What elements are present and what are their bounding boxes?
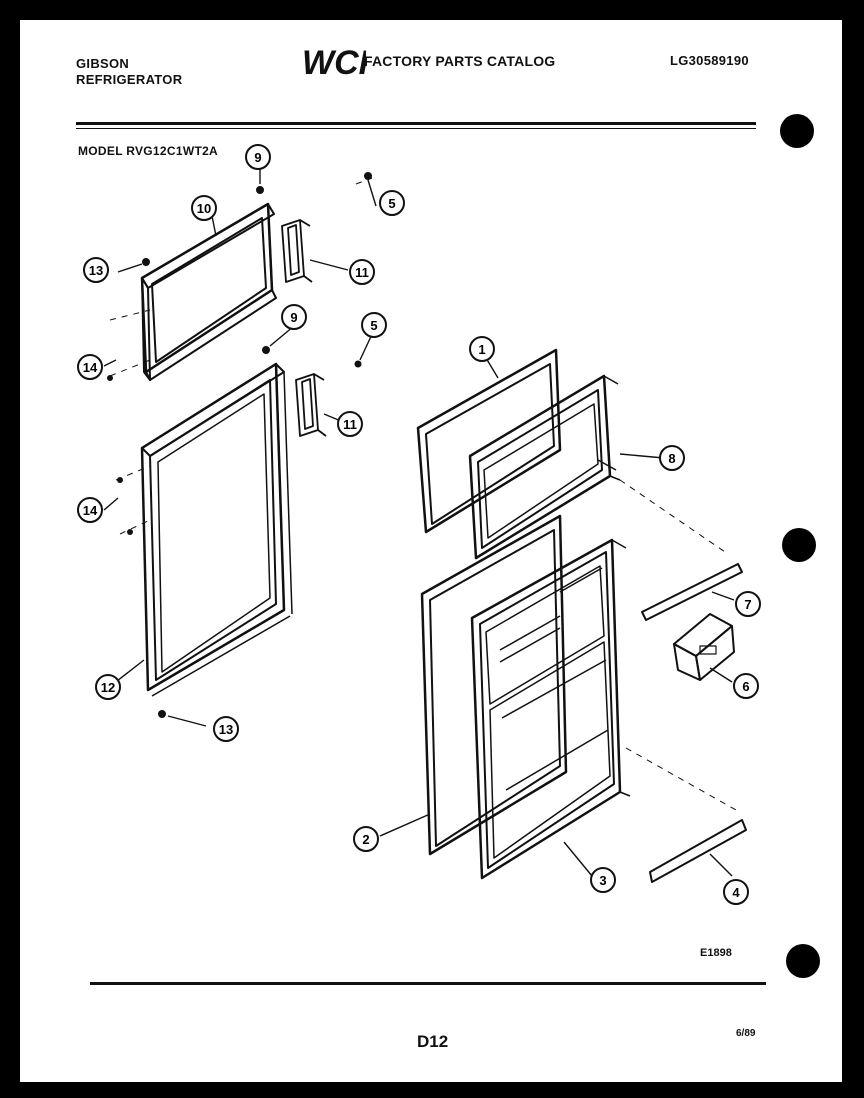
hinge-bracket-upper xyxy=(281,219,313,283)
freezer-gasket-1 xyxy=(416,348,562,534)
document-number: LG30589190 xyxy=(670,53,749,68)
callout-9-lower-label: 9 xyxy=(290,310,297,325)
callout-7-label: 7 xyxy=(744,597,751,612)
callout-3-label: 3 xyxy=(599,873,606,888)
hinge-bracket-lower xyxy=(295,373,327,437)
callout-2-label: 2 xyxy=(362,832,369,847)
callout-1: 1 xyxy=(469,336,495,362)
callout-9-upper: 9 xyxy=(245,144,271,170)
callout-13-lower-label: 13 xyxy=(219,722,233,737)
shelf-trim-4 xyxy=(649,819,747,883)
catalog-page: GIBSON REFRIGERATOR WCI FACTORY PARTS CA… xyxy=(20,20,842,1082)
exploded-parts-diagram: 1 2 3 4 5 5 6 7 xyxy=(77,144,761,905)
callout-11-upper-label: 11 xyxy=(355,265,369,280)
callout-13-upper-label: 13 xyxy=(89,263,103,278)
binder-hole-bottom xyxy=(786,944,820,978)
callout-14-upper-label: 14 xyxy=(83,360,98,375)
callout-14-upper: 14 xyxy=(77,354,103,380)
page-number: D12 xyxy=(417,1032,449,1051)
callout-4: 4 xyxy=(723,879,749,905)
callout-5-upper-label: 5 xyxy=(388,196,395,211)
callout-11-upper: 11 xyxy=(349,259,375,285)
callout-5-lower: 5 xyxy=(361,312,387,338)
callout-7: 7 xyxy=(735,591,761,617)
hardware-screws xyxy=(107,172,372,718)
binder-hole-top xyxy=(780,114,814,148)
brand-label: GIBSON REFRIGERATOR xyxy=(76,56,182,88)
fresh-food-door-gasket xyxy=(140,362,293,697)
callout-9-upper-label: 9 xyxy=(254,150,261,165)
model-number: MODEL RVG12C1WT2A xyxy=(78,144,219,158)
callout-2: 2 xyxy=(353,826,379,852)
callout-8: 8 xyxy=(659,445,685,471)
callout-13-upper: 13 xyxy=(83,257,109,283)
footer-rule xyxy=(90,982,766,985)
callout-11-lower: 11 xyxy=(337,411,363,437)
illustration-code: E1898 xyxy=(700,947,732,959)
callout-13-lower: 13 xyxy=(213,716,239,742)
brand-name: GIBSON xyxy=(76,56,130,71)
wci-logo: WCI xyxy=(300,44,370,82)
callout-3: 3 xyxy=(590,867,616,893)
print-date: 6/89 xyxy=(736,1028,756,1039)
product-type: REFRIGERATOR xyxy=(76,72,183,87)
callout-12: 12 xyxy=(95,674,121,700)
fresh-food-door-liner-3 xyxy=(470,538,631,880)
leader-lines xyxy=(103,166,735,877)
callout-14-lower: 14 xyxy=(77,497,103,523)
dairy-compartment-6 xyxy=(673,613,735,681)
callout-5-lower-label: 5 xyxy=(370,318,377,333)
shelf-trim-7 xyxy=(641,563,743,621)
callout-6-label: 6 xyxy=(742,679,749,694)
callout-8-label: 8 xyxy=(668,451,675,466)
callout-4-label: 4 xyxy=(732,885,740,900)
callout-10: 10 xyxy=(191,195,217,221)
callout-10-label: 10 xyxy=(197,201,211,216)
catalog-title: FACTORY PARTS CATALOG xyxy=(364,53,556,69)
fresh-food-gasket-2 xyxy=(420,514,568,856)
callout-11-lower-label: 11 xyxy=(343,417,357,432)
freezer-door-liner-8 xyxy=(468,374,621,560)
callout-1-label: 1 xyxy=(478,342,485,357)
callout-5-upper: 5 xyxy=(379,190,405,216)
logo-text: WCI xyxy=(302,44,366,80)
callout-6: 6 xyxy=(733,673,759,699)
callout-9-lower: 9 xyxy=(281,304,307,330)
header-rule xyxy=(76,122,756,125)
callout-12-label: 12 xyxy=(101,680,115,695)
header-rule-thin xyxy=(76,128,756,129)
freezer-door-gasket xyxy=(140,202,277,381)
callout-14-lower-label: 14 xyxy=(83,503,98,518)
binder-hole-middle xyxy=(782,528,816,562)
